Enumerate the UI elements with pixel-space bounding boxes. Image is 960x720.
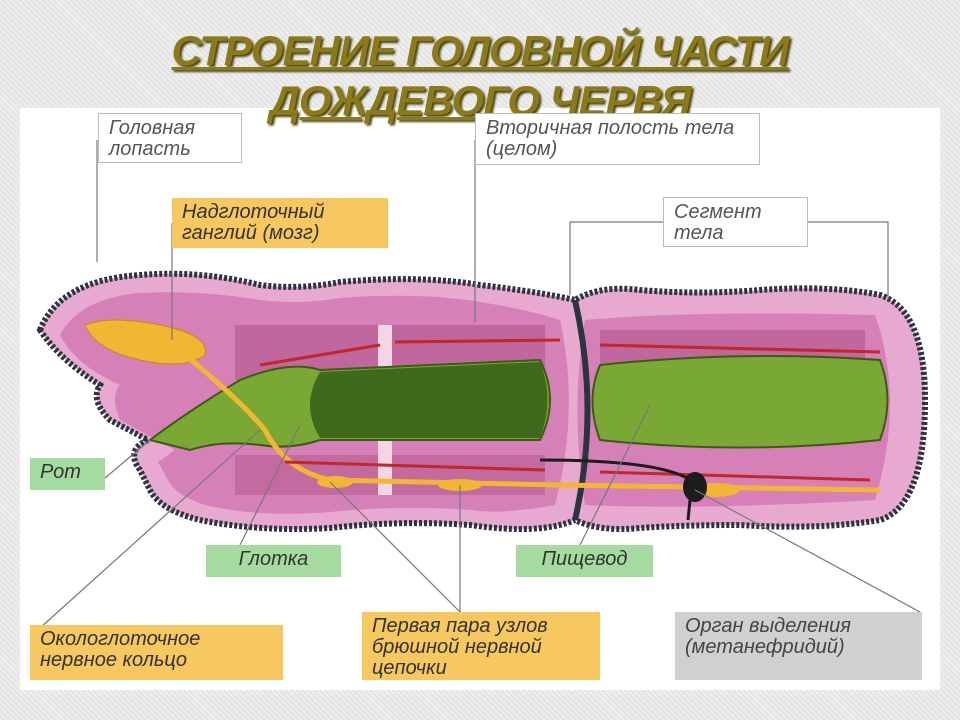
label-esophagus: Пищевод — [516, 545, 653, 577]
label-nerve-ring: Окологлоточное нервное кольцо — [30, 625, 283, 680]
label-ventral-nodes: Первая пара узлов брюшной нервной цепочк… — [362, 612, 600, 680]
digestive-tract — [147, 355, 889, 452]
label-mouth: Рот — [30, 458, 105, 490]
title-line-1: СТРОЕНИЕ ГОЛОВНОЙ ЧАСТИ — [171, 27, 790, 74]
label-excretory-organ: Орган выделения (метанефридий) — [675, 612, 922, 680]
label-pharynx: Глотка — [206, 545, 341, 577]
label-segment: Сегмент тела — [663, 197, 808, 247]
leader-lines — [39, 140, 921, 629]
label-ganglion: Надглоточный ганглий (мозг) — [172, 198, 388, 248]
label-coelom: Вторичная полость тела (целом) — [475, 113, 760, 165]
label-head-lobe: Головная лопасть — [98, 113, 242, 163]
nervous-system — [84, 319, 881, 521]
